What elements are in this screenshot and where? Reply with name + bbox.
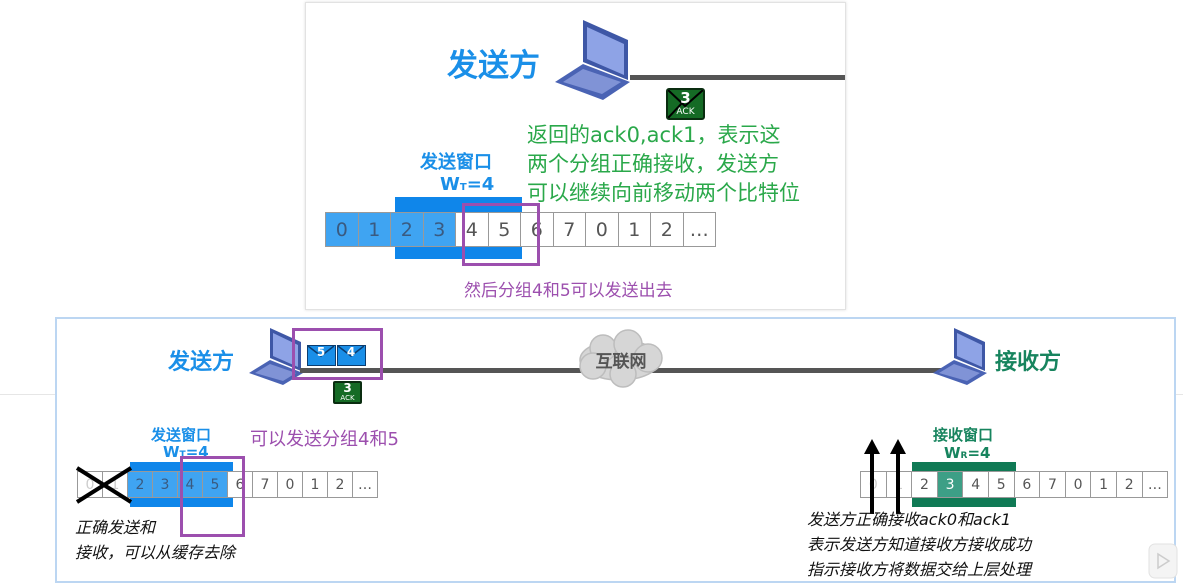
ack-number: 3 xyxy=(343,381,352,395)
top-ack-note: 返回的ack0,ack1，表示这 两个分组正确接收，发送方 可以继续向前移动两个… xyxy=(527,121,800,208)
bottom-send-window-title: 发送窗口 xyxy=(151,426,212,444)
sequence-cell: 6 xyxy=(227,471,253,498)
note-line: 发送方正确接收ack0和ack1 xyxy=(807,510,1012,529)
sequence-cell: 5 xyxy=(202,471,228,498)
sequence-cell: 2 xyxy=(327,471,353,498)
note-line: 两个分组正确接收，发送方 xyxy=(527,152,779,176)
sequence-cell: 4 xyxy=(962,471,989,498)
removed-note: 正确发送和 接收，可以从缓存去除 xyxy=(75,515,235,565)
sequence-cell: 1 xyxy=(617,212,651,247)
top-ack-envelope: 3 ACK xyxy=(666,88,705,120)
envelope-number: 4 xyxy=(346,345,356,359)
top-highlight-box xyxy=(462,203,540,266)
note-line: 指示接收方将数据交给上层处理 xyxy=(807,560,1032,579)
sequence-cell: 2 xyxy=(650,212,684,247)
sequence-cell: 7 xyxy=(252,471,278,498)
sequence-cell: 2 xyxy=(911,471,938,498)
bottom-ack-envelope: 3 ACK xyxy=(333,381,362,404)
top-window-size: WT=4 xyxy=(440,174,495,195)
sequence-cell: 3 xyxy=(936,471,964,498)
recv-note: 发送方正确接收ack0和ack1 表示发送方知道接收方接收成功 指示接收方将数据… xyxy=(807,507,1031,582)
sequence-cell: … xyxy=(1141,471,1169,498)
note-line: 正确发送和 xyxy=(75,518,156,537)
ack-label: ACK xyxy=(676,107,695,117)
bottom-send-highlight-box xyxy=(180,456,245,537)
data-envelope-4: 4 xyxy=(337,345,366,366)
removed-cross-icon xyxy=(75,466,133,504)
top-caption: 然后分组4和5可以发送出去 xyxy=(464,281,673,301)
top-sender-label: 发送方 xyxy=(447,48,540,84)
sequence-cell: 2 xyxy=(390,212,424,247)
sequence-cell: 4 xyxy=(455,212,489,247)
play-icon[interactable] xyxy=(1148,543,1178,579)
sequence-cell: 5 xyxy=(487,212,521,247)
ack-number: 3 xyxy=(680,89,691,107)
sequence-cell: 6 xyxy=(1013,471,1041,498)
data-envelope-5: 5 xyxy=(307,345,336,366)
cloud-label: 互联网 xyxy=(595,352,647,372)
sequence-cell: 1 xyxy=(1090,471,1117,498)
note-line: 接收，可以从缓存去除 xyxy=(75,543,236,562)
sequence-cell: 2 xyxy=(127,471,153,498)
sequence-cell: 0 xyxy=(325,212,359,247)
receiver-label: 接收方 xyxy=(995,350,1062,375)
sequence-cell: 0 xyxy=(585,212,619,247)
recv-window-size: WR=4 xyxy=(944,444,991,462)
sequence-cell: … xyxy=(682,212,716,247)
note-line: 返回的ack0,ack1，表示这 xyxy=(527,123,781,147)
sequence-cell: 2 xyxy=(1115,471,1143,498)
internet-cloud-icon xyxy=(579,329,663,388)
envelope-number: 5 xyxy=(316,345,326,359)
sequence-cell: 3 xyxy=(422,212,456,247)
send-note: 可以发送分组4和5 xyxy=(250,429,399,450)
top-window-title: 发送窗口 xyxy=(420,152,492,173)
sequence-cell: 7 xyxy=(552,212,586,247)
bottom-envelope-highlight xyxy=(292,328,383,380)
sequence-cell: 0 xyxy=(1064,471,1092,498)
sequence-cell: … xyxy=(352,471,378,498)
delivery-arrows-icon xyxy=(864,439,906,514)
recv-window-title: 接收窗口 xyxy=(933,426,994,444)
sequence-cell: 1 xyxy=(302,471,328,498)
sequence-cell: 0 xyxy=(277,471,303,498)
note-line: 可以继续向前移动两个比特位 xyxy=(527,181,800,205)
sequence-cell: 3 xyxy=(152,471,178,498)
sequence-cell: 1 xyxy=(357,212,391,247)
note-line: 表示发送方知道接收方接收成功 xyxy=(807,535,1032,554)
receiver-laptop-icon xyxy=(933,328,987,385)
bottom-sender-label: 发送方 xyxy=(168,350,235,375)
sequence-cell: 5 xyxy=(987,471,1015,498)
sequence-cell: 7 xyxy=(1039,471,1066,498)
top-sender-laptop-icon xyxy=(555,20,630,100)
top-network-link xyxy=(630,75,845,80)
ack-label: ACK xyxy=(340,394,355,402)
